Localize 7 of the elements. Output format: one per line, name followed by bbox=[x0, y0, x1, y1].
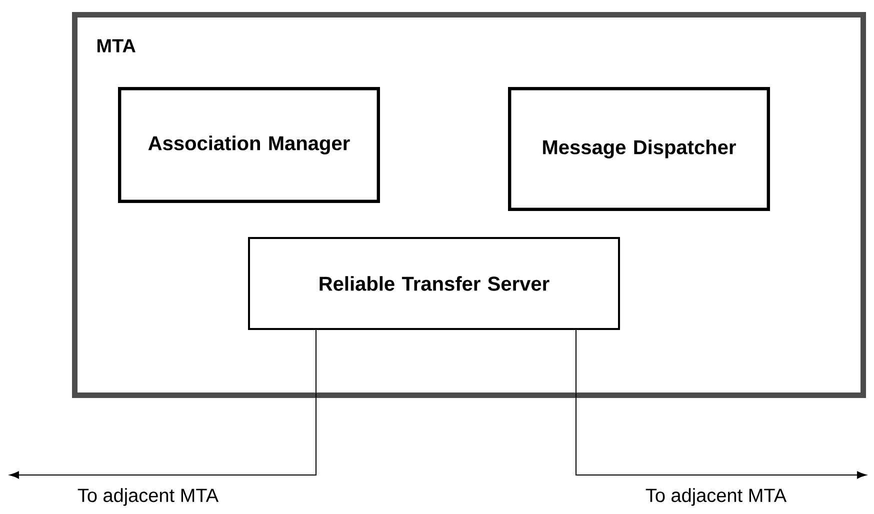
component-box: Association Manager bbox=[118, 87, 380, 203]
edge-label: To adjacent MTA bbox=[644, 487, 788, 507]
arrow bbox=[576, 330, 866, 479]
component-box: Reliable Transfer Server bbox=[248, 237, 620, 330]
component-box: Message Dispatcher bbox=[508, 87, 770, 211]
arrow bbox=[10, 330, 316, 479]
edge-label: To adjacent MTA bbox=[76, 487, 220, 507]
